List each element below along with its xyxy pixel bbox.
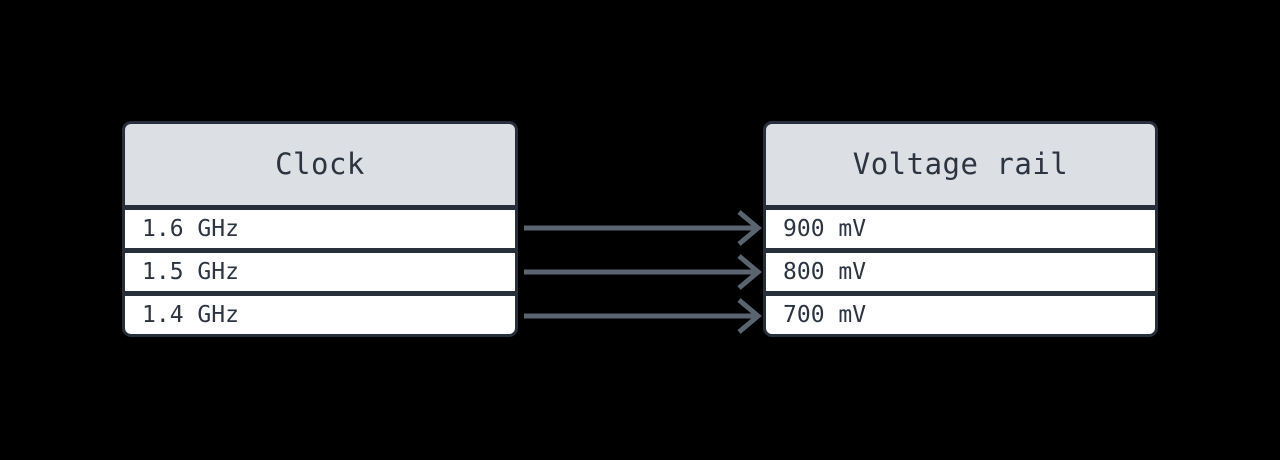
edge-clock-1-4ghz-to-700mv: [524, 298, 762, 334]
edge-clock-1-5ghz-to-800mv: [524, 254, 762, 290]
node-voltage-rail[interactable]: Voltage rail 900 mV 800 mV 700 mV: [763, 121, 1158, 337]
node-voltage-rail-row-2[interactable]: 700 mV: [766, 296, 1155, 334]
node-clock[interactable]: Clock 1.6 GHz 1.5 GHz 1.4 GHz: [122, 121, 518, 337]
node-clock-row-2[interactable]: 1.4 GHz: [125, 296, 515, 334]
node-clock-row-1[interactable]: 1.5 GHz: [125, 253, 515, 291]
edge-clock-1-6ghz-to-900mv: [524, 210, 762, 246]
node-voltage-rail-row-0[interactable]: 900 mV: [766, 210, 1155, 248]
node-voltage-rail-rows: 900 mV 800 mV 700 mV: [766, 205, 1155, 334]
node-clock-row-0[interactable]: 1.6 GHz: [125, 210, 515, 248]
node-clock-rows: 1.6 GHz 1.5 GHz 1.4 GHz: [125, 205, 515, 334]
node-voltage-rail-title: Voltage rail: [766, 124, 1155, 205]
node-clock-title: Clock: [125, 124, 515, 205]
node-voltage-rail-row-1[interactable]: 800 mV: [766, 253, 1155, 291]
